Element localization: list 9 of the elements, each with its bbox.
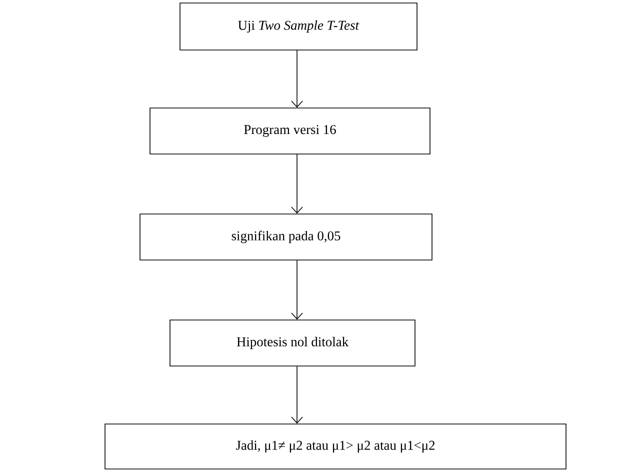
process-box: signifikan pada 0,05 <box>140 214 432 260</box>
arrow <box>291 260 303 320</box>
process-box: Uji Two Sample T-Test <box>180 2 418 50</box>
process-box: Jadi, μ1≠ μ2 atau μ1> μ2 atau μ1<μ2 <box>104 424 566 470</box>
arrow <box>291 50 303 108</box>
arrow <box>291 366 303 424</box>
process-box: Hipotesis nol ditolak <box>170 320 416 366</box>
arrow <box>291 154 303 214</box>
process-box: Program versi 16 <box>150 108 430 154</box>
